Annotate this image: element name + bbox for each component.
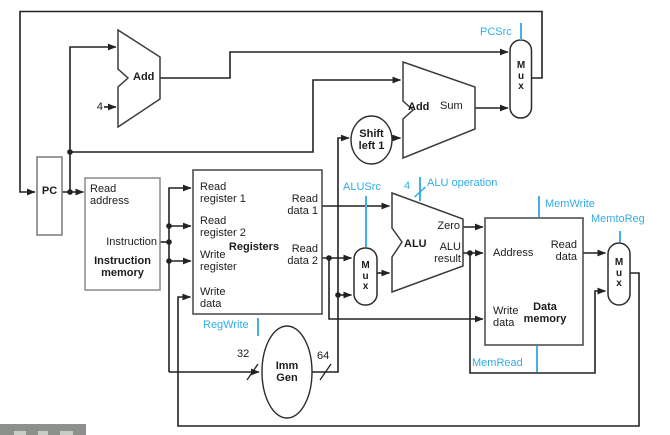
wire-add4-to-mux: [160, 48, 509, 79]
instruction-memory-box: [84, 177, 161, 291]
shift-left-label: Shift left 1: [358, 128, 385, 152]
pc-box: [36, 156, 63, 236]
alu-shape: [391, 191, 464, 294]
alusrc-mux-label: M u x: [354, 260, 377, 293]
alu-zero-label: Zero: [437, 220, 460, 232]
wire-pc-to-add4: [69, 43, 117, 192]
width-64-label: 64: [317, 350, 330, 362]
pcsrc-mux-label: M u x: [510, 60, 532, 93]
reg-read-register1-label: Read register 1: [200, 181, 246, 205]
pcsrc-label: PCSrc: [480, 26, 512, 38]
alu-result-label: ALU result: [434, 241, 461, 265]
registers-box: [192, 169, 323, 315]
taskbar-glyph-fragment: [38, 431, 48, 435]
imem-instruction-label: Instruction: [106, 236, 157, 248]
const4-label: 4: [96, 101, 103, 113]
sum-label: Sum: [440, 100, 463, 112]
mux-letter: u: [615, 267, 623, 279]
slash-64: [319, 363, 332, 381]
reg-read-data2-label: Read data 2: [287, 243, 318, 267]
wire-writeback-loop: [177, 272, 640, 427]
memtoreg-label: MemtoReg: [591, 213, 645, 225]
slash-32: [246, 363, 259, 381]
alu-operation-label: ALU operation: [427, 177, 498, 189]
taskbar-fragment: [0, 424, 86, 435]
dmem-address-label: Address: [493, 247, 534, 259]
alu-label: ALU: [404, 238, 427, 250]
wire-result-to-mux: [469, 253, 607, 374]
wire-pc-to-branch-add: [70, 76, 402, 153]
memwrite-label: MemWrite: [545, 198, 595, 210]
branch-adder-label: Add: [408, 101, 430, 113]
data-memory-box: [484, 217, 584, 346]
shift-left-shape: [350, 115, 393, 165]
dmem-read-data-label: Read data: [550, 239, 577, 263]
registers-title: Registers: [228, 241, 280, 253]
alusrc-mux-shape: [353, 247, 378, 306]
imm-gen-shape: [261, 325, 313, 419]
mux-letter: M: [614, 257, 624, 268]
alu-operation-width-label: 4: [404, 180, 411, 192]
memtoreg-mux-shape: [607, 242, 631, 306]
reg-write-register-label: Write register: [200, 249, 237, 273]
mux-letter: M: [516, 60, 526, 71]
reg-read-register2-label: Read register 2: [200, 215, 246, 239]
dmem-write-data-label: Write data: [493, 305, 519, 329]
taskbar-glyph-fragment: [60, 431, 73, 435]
pc-label: PC: [41, 185, 58, 197]
imm-gen-label: Imm Gen: [275, 360, 299, 384]
mux-letter: M: [361, 260, 370, 271]
junction-dots: [67, 149, 473, 298]
regwrite-label: RegWrite: [203, 319, 249, 331]
reg-write-data-label: Write data: [200, 286, 226, 310]
imem-read-address-label: Read address: [90, 183, 130, 207]
data-memory-title: Data memory: [523, 301, 567, 325]
aluop-slash: [413, 186, 427, 198]
mux-letter: u: [362, 270, 369, 282]
mux-letter: u: [517, 70, 525, 82]
branch-adder-shape: [402, 60, 476, 160]
width-32-label: 32: [237, 348, 250, 360]
memread-label: MemRead: [472, 357, 523, 369]
imem-title: Instruction memory: [94, 255, 151, 279]
wire-pc-writeback: [19, 10, 543, 196]
mux-letter: x: [616, 278, 622, 289]
wire-instr-to-rr1: [168, 184, 192, 372]
wire-rd2-to-dmem: [328, 258, 484, 323]
taskbar-glyph-fragment: [14, 431, 26, 435]
alusrc-label: ALUSrc: [343, 181, 381, 193]
reg-read-data1-label: Read data 1: [287, 193, 318, 217]
pc-adder-shape: [117, 28, 161, 129]
mux-letter: x: [518, 81, 524, 92]
pc-adder-label: Add: [133, 71, 155, 83]
memtoreg-mux-label: M u x: [608, 257, 630, 290]
mux-letter: x: [362, 281, 369, 292]
